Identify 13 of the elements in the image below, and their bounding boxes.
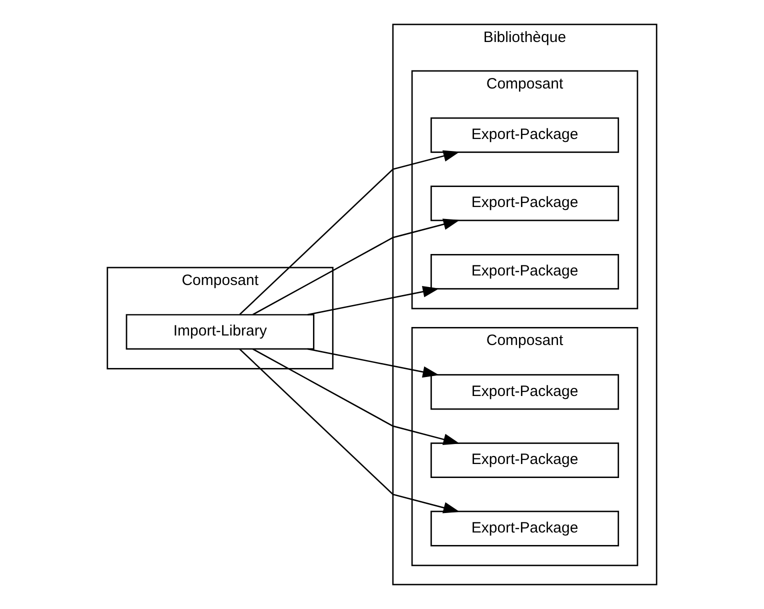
node-box: Export-Package xyxy=(430,442,620,478)
node-box: Export-Package xyxy=(430,254,620,290)
arrow xyxy=(307,286,440,316)
arrow xyxy=(239,348,460,514)
arrow xyxy=(239,150,460,315)
node-box: Export-Package xyxy=(430,374,620,410)
node-box: Export-Package xyxy=(430,510,620,546)
node-box: Import-Library xyxy=(126,314,314,350)
arrow xyxy=(307,348,440,378)
arrow xyxy=(252,348,460,445)
arrow xyxy=(252,218,460,316)
node-box: Export-Package xyxy=(430,186,620,222)
node-box: Export-Package xyxy=(430,117,620,153)
